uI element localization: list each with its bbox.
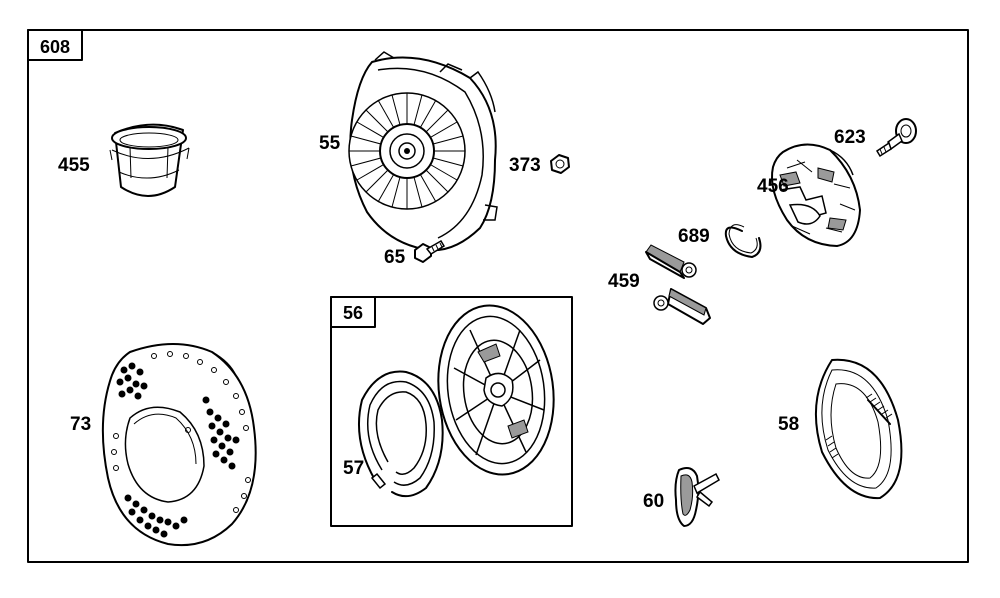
diagram-frame bbox=[27, 29, 969, 563]
label-459: 459 bbox=[608, 271, 640, 292]
label-55: 55 bbox=[319, 133, 341, 154]
part-373-nut bbox=[550, 154, 570, 174]
part-456-starter-cup bbox=[771, 143, 861, 247]
part-56-pulley bbox=[437, 304, 555, 476]
label-58: 58 bbox=[778, 414, 799, 435]
part-60-starter-handle bbox=[674, 467, 720, 527]
label-623: 623 bbox=[834, 127, 866, 148]
label-455: 455 bbox=[58, 155, 90, 176]
subassembly-56-box: 56 bbox=[330, 296, 573, 527]
part-58-starter-rope bbox=[814, 358, 903, 500]
part-689-retainer-ring bbox=[724, 224, 762, 258]
part-55-blower-housing bbox=[348, 51, 498, 252]
label-60: 60 bbox=[643, 491, 664, 512]
label-65: 65 bbox=[384, 247, 406, 268]
diagram-number: 608 bbox=[40, 37, 70, 57]
part-65-screw bbox=[414, 239, 446, 263]
label-73: 73 bbox=[70, 414, 91, 435]
label-456: 456 bbox=[757, 176, 789, 197]
part-623-screw bbox=[875, 118, 917, 158]
diagram-number-box: 608 bbox=[27, 29, 83, 61]
label-689: 689 bbox=[678, 226, 710, 247]
label-373: 373 bbox=[509, 155, 541, 176]
part-455-bushing bbox=[109, 123, 190, 197]
subassembly-number: 56 bbox=[343, 303, 363, 323]
part-57-rewind-spring bbox=[357, 370, 444, 498]
part-459-dogs bbox=[645, 244, 711, 325]
label-57: 57 bbox=[343, 458, 364, 479]
part-73-screen bbox=[101, 343, 257, 547]
